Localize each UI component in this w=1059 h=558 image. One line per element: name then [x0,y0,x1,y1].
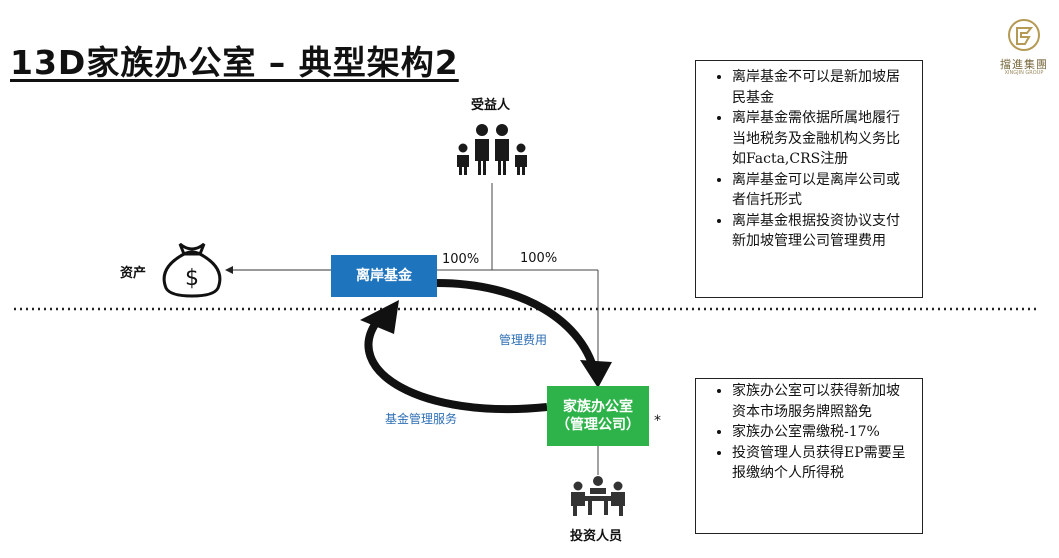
note-item: 离岸基金需依据所属地履行当地税务及金融机构义务比如Facta,CRS注册 [732,108,912,170]
offshore-fund-box: 离岸基金 [331,255,437,297]
management-fee-label: 管理费用 [499,333,548,347]
family-office-box: 家族办公室 （管理公司） * [547,386,661,446]
company-logo: 擋進集團 XINGJIN GROUP [996,16,1052,78]
logo-subtitle: XINGJIN GROUP [1004,70,1044,76]
offshore-fund-label: 离岸基金 [356,268,412,284]
offshore-fund-notes: 离岸基金不可以是新加坡居民基金 离岸基金需依据所属地履行当地税务及金融机构义务比… [695,60,923,298]
family-office-notes: 家族办公室可以获得新加坡资本市场服务牌照豁免 家族办公室需缴税-17% 投资管理… [695,378,923,534]
beneficiary-ownership-pct: 100% [442,252,480,267]
logo-emblem-icon [1008,19,1040,51]
page-title: 13D家族办公室 – 典型架构2 [10,43,459,82]
beneficiaries-label: 受益人 [471,98,511,113]
assets-label: 资产 [120,266,147,281]
meeting-people-icon [571,476,625,516]
fund-service-arrow [364,317,548,414]
family-office-ownership-pct: 100% [520,251,558,266]
family-office-sublabel: （管理公司） [556,417,640,433]
family-icon [457,124,527,175]
family-office-asterisk: * [654,413,661,429]
management-fee-arrowhead [580,360,612,388]
note-item: 投资管理人员获得EP需要呈报缴纳个人所得税 [732,443,912,484]
logo-name: 擋進集團 [1000,58,1048,71]
money-bag-icon: $ [162,242,222,298]
svg-text:$: $ [185,266,199,291]
note-item: 家族办公室需缴税-17% [732,422,912,443]
note-item: 离岸基金不可以是新加坡居民基金 [732,67,912,108]
management-fee-arrow [436,279,600,379]
note-item: 家族办公室可以获得新加坡资本市场服务牌照豁免 [732,381,912,422]
note-item: 离岸基金根据投资协议支付新加坡管理公司管理费用 [732,211,912,252]
family-office-label: 家族办公室 [563,399,633,415]
fund-management-service-label: 基金管理服务 [385,412,458,426]
note-item: 离岸基金可以是离岸公司或者信托形式 [732,170,912,211]
fund-service-arrowhead [360,300,399,334]
investment-staff-label: 投资人员 [570,529,623,544]
